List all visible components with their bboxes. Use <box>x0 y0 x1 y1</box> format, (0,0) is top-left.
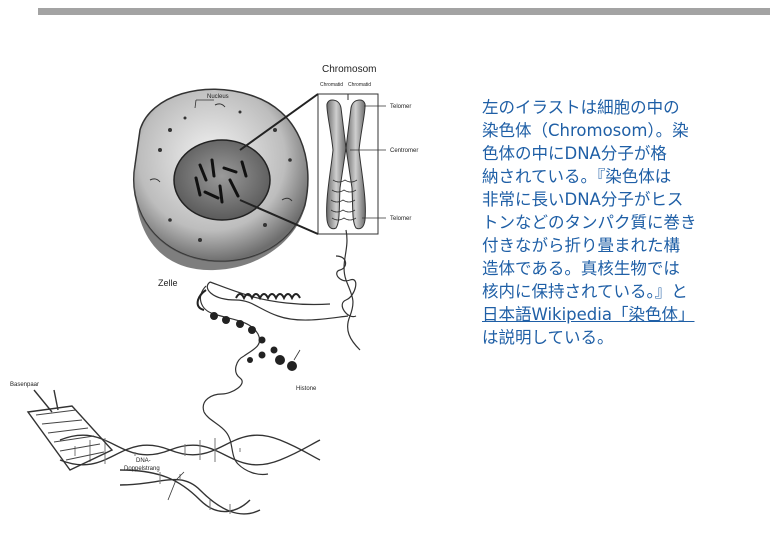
dna-label-line1: DNA- <box>136 458 151 464</box>
nucleus-label: Nucleus <box>207 94 229 100</box>
chromatid-right-label: Chromatid <box>348 82 371 88</box>
dna-double-helix <box>60 435 320 514</box>
description-link-line: 日本語Wikipedia「染色体」 <box>482 303 772 326</box>
coiled-chromatin <box>198 290 300 310</box>
basenpaar-label: Basenpaar <box>10 382 39 388</box>
description-line-2: 染色体（Chromosom）。染 <box>482 119 772 142</box>
nucleosome-beads <box>210 312 297 371</box>
nucleus-shape <box>174 140 270 220</box>
dna-label-line2: Doppelstrang <box>124 466 160 472</box>
description-text: 左のイラストは細胞の中の 染色体（Chromosom）。染 色体の中にDNA分子… <box>482 96 772 349</box>
wikipedia-link[interactable]: 日本語Wikipedia「染色体」 <box>482 305 694 324</box>
chromatid-left-label: Chromatid <box>320 82 343 88</box>
chromosome-illustration: Chromosom Chromatid Chromatid Nucleus Te… <box>0 40 470 536</box>
description-line-4: 納されている。『染色体は <box>482 165 772 188</box>
description-line-8: 造体である。真核生物では <box>482 257 772 280</box>
description-line-6: トンなどのタンパク質に巻き <box>482 211 772 234</box>
telomer-bottom-label: Telomer <box>390 216 411 222</box>
zelle-label: Zelle <box>158 278 178 288</box>
description-line-1: 左のイラストは細胞の中の <box>482 96 772 119</box>
base-pair-ladder <box>28 390 112 470</box>
centromer-label: Centromer <box>390 148 418 154</box>
description-line-3: 色体の中にDNA分子が格 <box>482 142 772 165</box>
histone-label: Histone <box>296 386 317 392</box>
top-divider-bar <box>38 8 770 15</box>
description-line-5: 非常に長いDNA分子がヒス <box>482 188 772 211</box>
chromosom-label: Chromosom <box>322 64 376 75</box>
description-line-7: 付きながら折り畳まれた構 <box>482 234 772 257</box>
description-last-line: は説明している。 <box>482 326 772 349</box>
description-line-9: 核内に保持されている。』と <box>482 280 772 303</box>
telomer-top-label: Telomer <box>390 104 411 110</box>
